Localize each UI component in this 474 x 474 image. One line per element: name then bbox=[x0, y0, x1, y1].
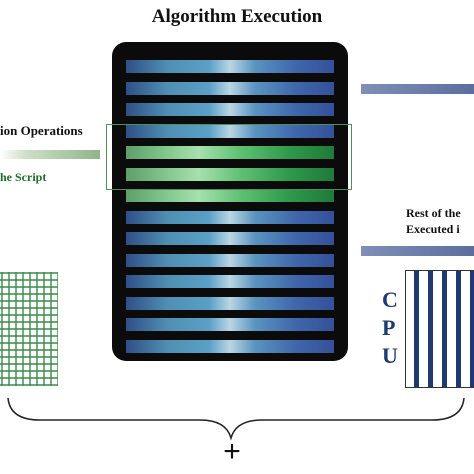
cpu-letter-c: C bbox=[382, 287, 398, 312]
top-right-gradient-bar bbox=[361, 84, 474, 94]
plus-sign: + bbox=[223, 435, 241, 468]
instruction-stripe bbox=[126, 189, 334, 202]
execution-panel bbox=[112, 42, 348, 361]
instruction-stripe bbox=[126, 296, 334, 310]
cpu-pipeline-line bbox=[428, 271, 433, 387]
cpu-pipeline-line bbox=[456, 271, 461, 387]
instruction-stripe bbox=[126, 210, 334, 224]
instruction-stripe bbox=[126, 81, 334, 95]
instruction-stripe bbox=[126, 339, 334, 353]
instruction-stripe bbox=[126, 146, 334, 159]
instruction-stripe bbox=[126, 232, 334, 245]
cpu-pipeline-line bbox=[470, 271, 474, 387]
instruction-stripe bbox=[126, 318, 334, 331]
script-label: he Script bbox=[0, 170, 47, 184]
rest-gradient-bar bbox=[361, 246, 474, 256]
cpu-pipeline-line bbox=[442, 271, 447, 387]
cpu-pipeline-box bbox=[405, 270, 474, 388]
highlighted-operations-box bbox=[106, 124, 352, 190]
cpu-pipeline-line bbox=[414, 271, 419, 387]
memory-grid bbox=[0, 272, 58, 386]
operations-gradient-bar bbox=[0, 150, 100, 159]
operations-label: ion Operations bbox=[0, 123, 83, 138]
cpu-letter-p: P bbox=[382, 315, 396, 340]
bottom-brace bbox=[7, 397, 465, 441]
cpu-letter-u: U bbox=[382, 343, 398, 368]
rest-of-script-label: Rest of the bbox=[406, 206, 461, 220]
instruction-stripe bbox=[126, 103, 334, 116]
instruction-stripe bbox=[126, 60, 334, 73]
diagram-title: Algorithm Execution bbox=[151, 6, 323, 27]
instruction-stripe bbox=[126, 253, 334, 267]
executed-label: Executed i bbox=[406, 222, 460, 236]
instruction-stripe bbox=[126, 275, 334, 288]
instruction-stripe bbox=[126, 167, 334, 181]
instruction-stripe bbox=[126, 124, 334, 138]
